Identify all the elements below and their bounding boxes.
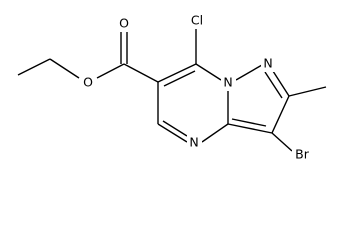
atom-label-masks xyxy=(80,10,312,163)
bond-c3-c3a xyxy=(227,123,273,134)
bond-ester-oxygen-carbonyl-carbon xyxy=(96,63,125,79)
bond-n4-c5 xyxy=(157,123,188,143)
bond-c6-c7-inner xyxy=(163,70,196,87)
bond-c7-n1 xyxy=(195,63,222,81)
bond-n2-c2-inner xyxy=(264,71,283,99)
bond-c3-c3a-inner xyxy=(231,118,267,127)
pyrimidine-nitrogen-label: N xyxy=(189,135,198,150)
bond-c2-methyl xyxy=(288,86,327,97)
ester-oxygen-label: O xyxy=(83,75,93,90)
bond-n4-c5-inner xyxy=(162,120,188,137)
bond-lines xyxy=(17,29,327,152)
atom-labels: O O Cl N N N Br xyxy=(83,13,310,162)
bridgehead-nitrogen-label: N xyxy=(223,75,232,90)
bond-c3-br xyxy=(271,132,293,152)
bond-c3a-n4 xyxy=(201,123,229,143)
bond-n2-c2 xyxy=(270,67,290,97)
bromine-label: Br xyxy=(295,147,310,162)
bond-c6-c7 xyxy=(157,63,197,83)
bond-n1-n2 xyxy=(235,64,263,81)
bond-carbonyl-ring xyxy=(123,63,159,83)
bond-ch3-ch2 xyxy=(17,58,51,76)
pyrazole-nitrogen-label: N xyxy=(263,56,272,71)
bond-ch2-ester-oxygen xyxy=(49,58,80,79)
chemical-structure: O O Cl N N N Br xyxy=(17,10,327,163)
carbonyl-oxygen-label: O xyxy=(119,16,129,31)
bond-c2-c3 xyxy=(271,95,290,134)
chlorine-label: Cl xyxy=(191,13,203,28)
